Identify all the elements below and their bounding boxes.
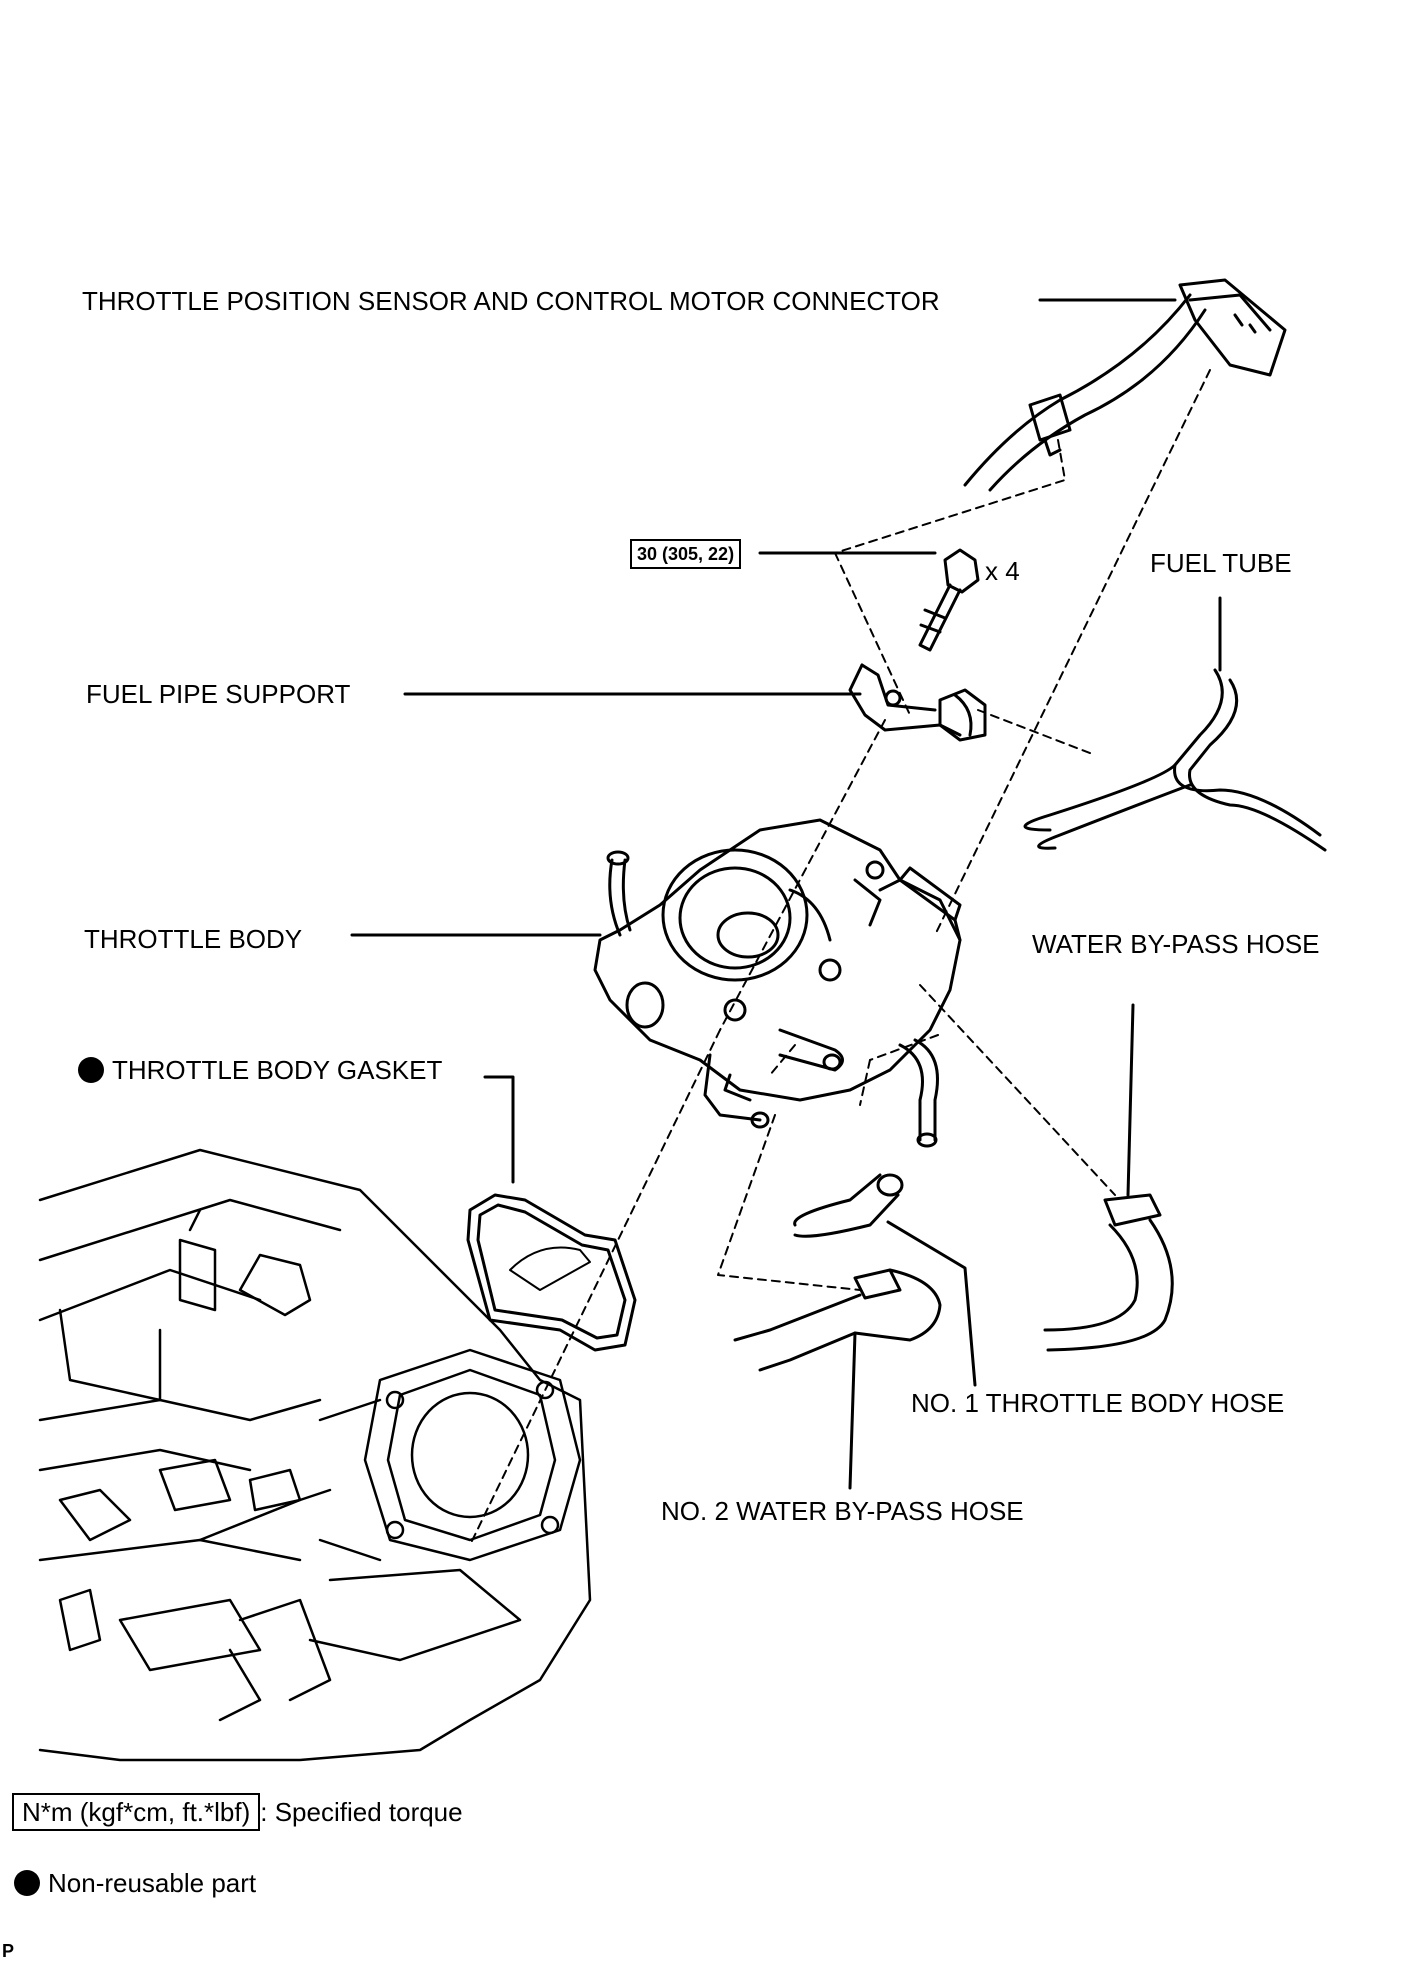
no2-water-bypass-hose-label: NO. 2 WATER BY-PASS HOSE [661,1496,1024,1526]
legend-nonreusable-desc: Non-reusable part [48,1868,257,1898]
throttle-body-label: THROTTLE BODY [84,924,303,954]
legend-torque-desc: : Specified torque [260,1797,463,1827]
non-reusable-dot-icon [78,1057,104,1083]
no1-throttle-body-hose [793,1173,904,1238]
water-bypass-hose-label: WATER BY-PASS HOSE [1032,929,1320,959]
bolt-quantity: x 4 [985,556,1020,586]
legend-dot-icon [14,1870,40,1896]
corner-mark: P [2,1941,15,1961]
legend-nonreusable: Non-reusable part [14,1870,256,1896]
water-bypass-hose [1043,1193,1174,1352]
leader-lines [350,298,1222,1490]
legend-torque-unit-box: N*m (kgf*cm, ft.*lbf) [12,1793,261,1831]
engine-block [38,1148,592,1762]
fuel-pipe-support-label: FUEL PIPE SUPPORT [86,679,351,709]
alignment-lines [469,369,1211,1546]
throttle-body-gasket-text: THROTTLE BODY GASKET [112,1055,443,1085]
bolt [918,548,980,652]
torque-spec-box: 30 (305, 22) [630,539,742,569]
throttle-body-gasket [466,1193,637,1352]
throttle-body [593,818,962,1148]
fuel-pipe-support [848,663,987,742]
no1-throttle-body-hose-label: NO. 1 THROTTLE BODY HOSE [911,1388,1285,1418]
fuel-tube [1023,668,1327,852]
legend-torque: N*m (kgf*cm, ft.*lbf): Specified torque [12,1793,463,1831]
fuel-tube-label: FUEL TUBE [1150,548,1292,578]
no2-water-bypass-hose [733,1268,942,1372]
throttle-body-gasket-label: THROTTLE BODY GASKET [78,1057,442,1083]
connector-label: THROTTLE POSITION SENSOR AND CONTROL MOT… [82,286,940,316]
connector-harness [963,278,1287,492]
